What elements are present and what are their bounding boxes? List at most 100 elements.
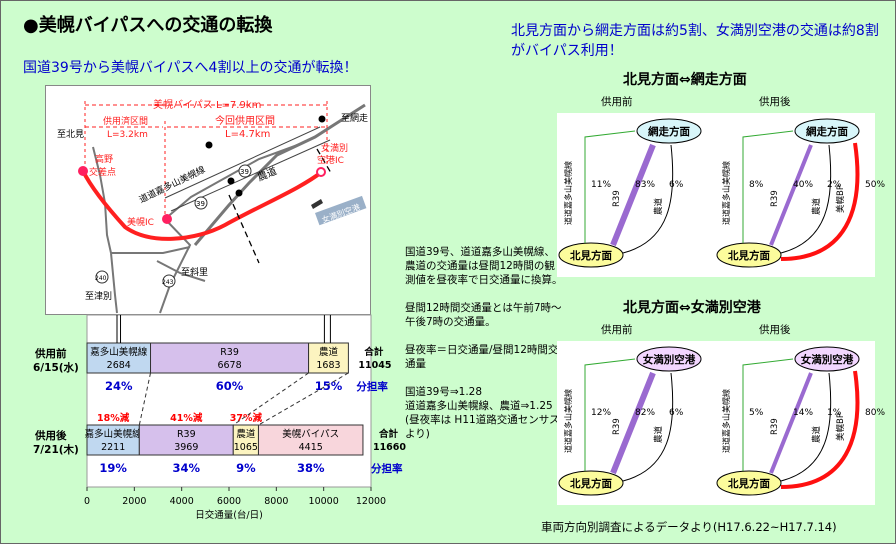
flow2-after-origin-node [716,470,782,496]
before-label-1: 供用前 [34,347,67,360]
x-tick-label: 0 [84,496,90,507]
map-route-label: 美幌バイパス L=7.9km [153,98,261,111]
after-bar-value-0: 2211 [101,442,125,453]
page-title: ●美幌バイパスへの交通の転換 [23,15,273,36]
section-airport-title: 北見方面⇔女満別空港 [623,300,761,316]
survey-line-a [228,194,260,264]
map-this-label: 今回供用区間 [215,114,275,127]
bar-connector [138,372,152,426]
x-tick-label: 6000 [217,496,241,507]
survey-point-d [318,115,326,123]
flow2-after-val-dodo: 5% [749,408,764,418]
map-bihoro-ic: 美幌IC [127,216,154,228]
flow1-before-val-r39: 83% [635,180,655,190]
flow1-after-arrow-r39 [769,144,813,246]
map-r39-b: 39 [240,168,249,176]
flow1-after-route-nodo: 農道 [811,197,822,215]
before-bar-name-1: R39 [220,347,239,358]
flow1-after-arrow-bp [780,142,860,261]
flow2-after-arrow-dodo [742,358,794,471]
flow1-before-label: 供用前 [601,95,633,108]
x-tick-label: 4000 [170,496,194,507]
survey-point-c [235,189,243,197]
flow2-before-val-dodo: 12% [591,408,611,418]
before-bar-value-2: 1683 [316,360,340,371]
flow2-after-arrow-r39 [769,372,813,474]
flow2-after-route-bp: 美幌BP [835,413,846,441]
flow2-before-label: 供用前 [601,323,633,336]
after-bar-3 [257,424,364,456]
before-bar-name-2: 農道 [319,346,339,358]
footnote: 車両方向別調査によるデータより(H17.6.22~H17.7.14) [541,520,837,534]
map-to-shari: 至斜里 [181,266,208,278]
page-subtitle: 国道39号から美幌バイパスへ4割以上の交通が転換！ [23,60,358,76]
flow1-before-val-nodo: 6% [669,180,684,190]
flow1-before-origin-text: 北見方面 [570,249,612,262]
flow2-before-val-r39: 82% [635,408,655,418]
flow1-after-val-nodo: 2% [827,180,842,190]
flow1-after-val-r39: 40% [793,180,813,190]
flow1-after-dest-node [794,118,860,144]
flow1-after-origin-text: 北見方面 [728,249,770,262]
x-tick-label: 8000 [264,496,288,507]
after-bar-change-2: 37%減 [230,412,263,424]
flow1-after-origin-node [716,242,782,268]
flow2-before-origin-node [558,470,624,496]
flow1-after-route-dodo: 道道嘉多山美幌線 [721,161,731,225]
flow2-before-arrow-r39 [610,371,656,475]
flow2-before-arrow-dodo [584,358,636,471]
road-shari [156,260,206,282]
map-r240: 240 [95,275,107,282]
flow2-before-route-dodo: 道道嘉多山美幌線 [563,389,573,453]
flow1-before-val-dodo: 11% [591,180,611,190]
flow2-before-val-nodo: 6% [669,408,684,418]
flow2-after-route-nodo: 農道 [811,425,822,443]
flow2-before-route-nodo: 農道 [653,425,664,443]
flow2-before-dest-text: 女満別空港 [643,353,696,366]
before-bar-2 [308,342,349,374]
after-bar-name-0: 嘉多山美幌線 [85,428,143,440]
flow2-before-route-r39: R39 [612,418,622,435]
road-link [111,246,191,254]
before-bar-value-1: 6678 [217,360,241,371]
map-inservice-len: L=3.2km [107,130,148,140]
flow2-after-val-nodo: 1% [827,408,842,418]
flow1-before-route-dodo: 道道嘉多山美幌線 [563,161,573,225]
map-to-tsubetsu: 至津別 [85,291,112,302]
after-bar-name-1: R39 [177,429,196,440]
bar-plot-area [86,314,372,488]
x-tick-label: 2000 [122,496,146,507]
before-bar-pct-2: 15% [315,379,343,393]
right-headline: 北見方面から網走方面は約5割、女満別空港の交通は約8割がバイパス利用！ [511,23,879,59]
after-bar-name-2: 農道 [236,428,256,440]
after-bar-value-1: 3969 [174,442,198,453]
before-bar-value-0: 2684 [107,360,131,371]
before-bar-pct-0: 24% [105,379,133,393]
flow2-before-origin-text: 北見方面 [570,477,612,490]
before-label-2: 6/15(水) [33,361,79,374]
after-label-1: 供用後 [34,429,67,442]
map-to-abashiri: 至網走 [341,112,368,124]
road-nodo-a [164,126,321,199]
route-map: 美幌バイパス L=7.9km 供用済区間 L=3.2km 今回供用区間 L=4.… [45,85,371,315]
flow2-after-dest-text: 女満別空港 [801,353,854,366]
after-bar-1 [138,424,234,456]
map-r39-a: 39 [196,200,205,208]
flow2-after-route-dodo: 道道嘉多山美幌線 [721,389,731,453]
map-memanbetsu-1: 女満別 [321,142,348,154]
flow1-before-origin-node [558,242,624,268]
map-takano-2: 交差点 [89,166,116,178]
flow1-after-dest-text: 網走方面 [806,125,848,138]
before-bar-name-0: 嘉多山美幌線 [90,346,148,358]
before-bar-0 [86,342,152,374]
after-bar-value-3: 4415 [299,442,323,453]
airplane-icon [311,199,323,209]
x-axis-label: 日交通量(台/日) [195,509,263,521]
flow1-after-val-dodo: 8% [749,180,764,190]
flow1-after-val-bp: 50% [865,180,885,190]
flow2-after-route-r39: R39 [770,418,780,435]
after-bar-change-0: 18%減 [97,412,130,424]
after-total-label: 合計 [379,428,399,440]
